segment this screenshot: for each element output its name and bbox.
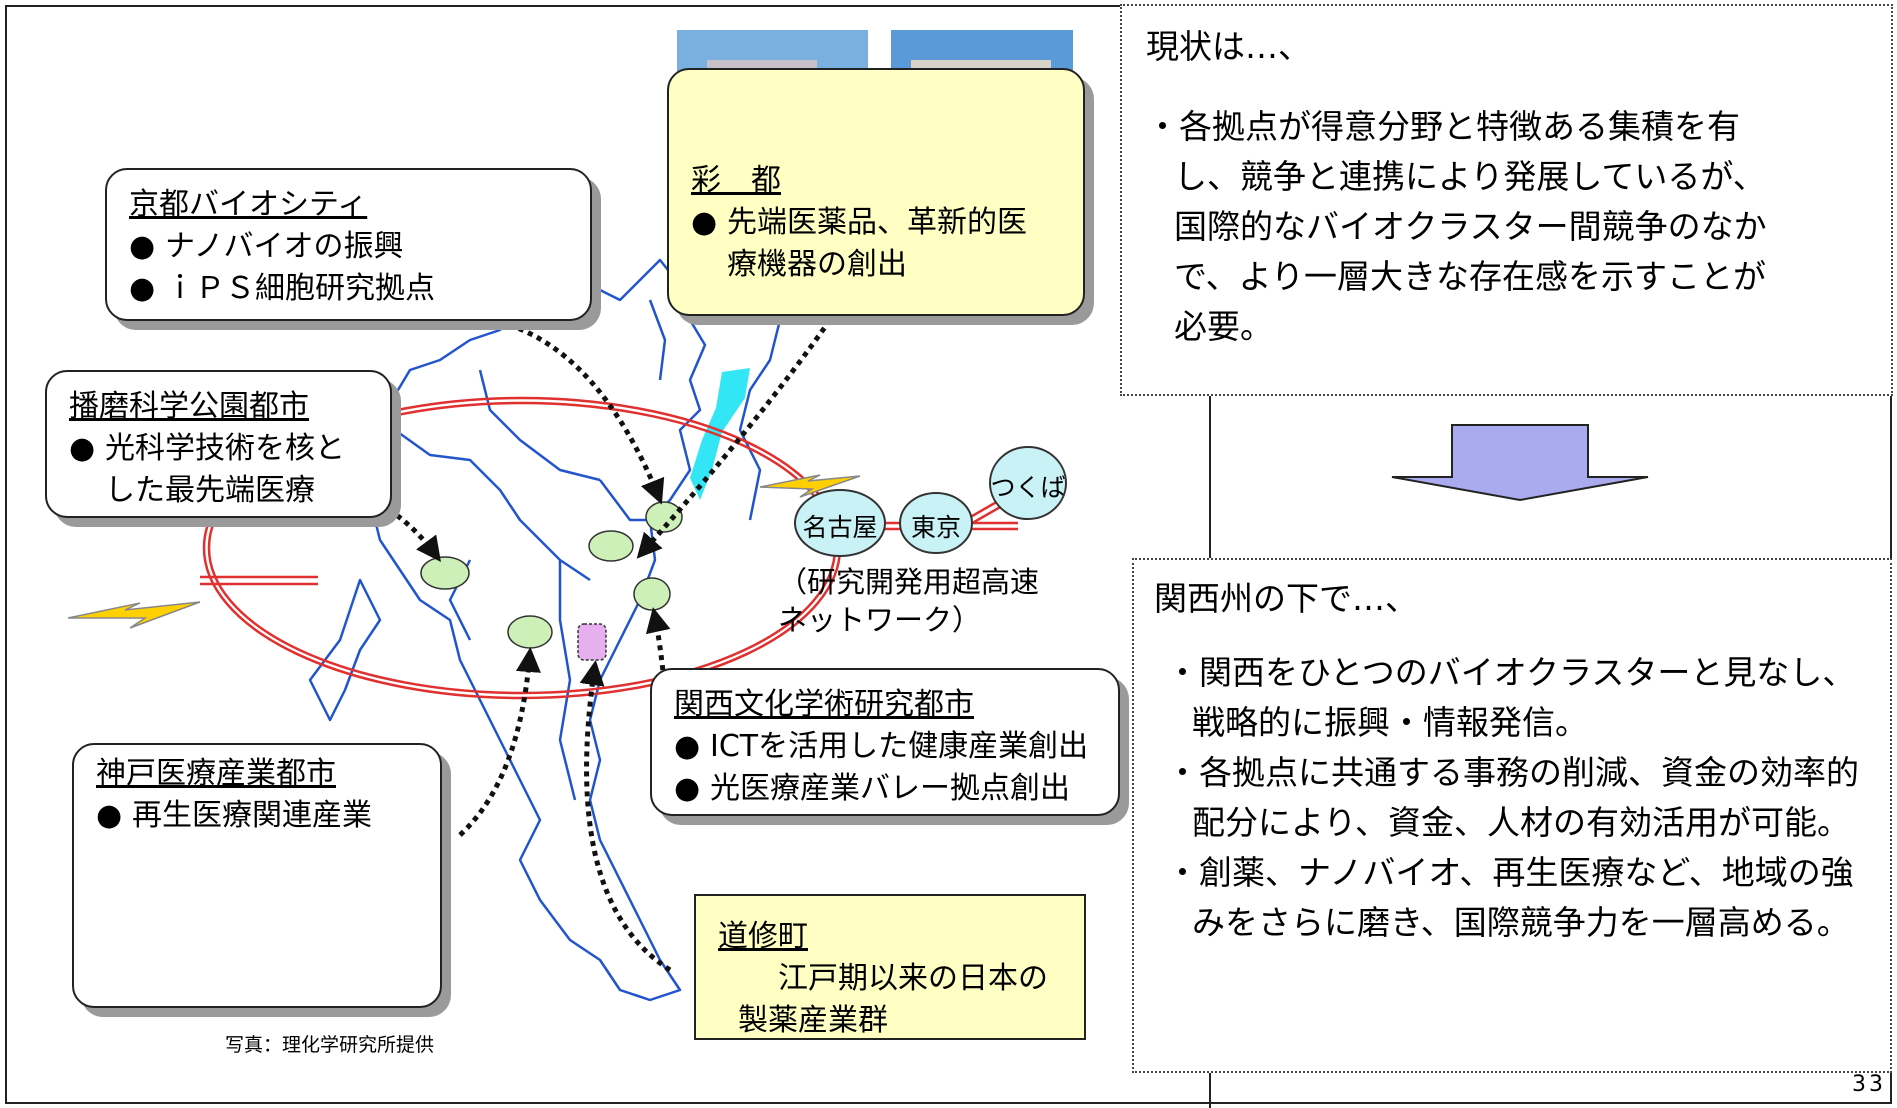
callout-item-continuation: 療機器の創出 [727,247,907,282]
box-heading: 現状は…、 [1146,27,1311,66]
callout-kobe: 神戸医療産業都市 再生医療関連産業 [72,743,442,1008]
callout-line: 製薬産業群 [738,1003,888,1038]
callout-line: 江戸期以来の日本の [778,961,1048,996]
connector-arrows [378,318,833,973]
lightning-icon [67,601,201,629]
box-point: ・創薬、ナノバイオ、再生医療など、地域の強みをさらに磨き、国際競争力を一層高める… [1166,853,1854,942]
callout-title: 彩 都 [691,163,781,198]
city-label: 名古屋 [802,513,878,542]
box-line: ・各拠点が得意分野と特徴ある集積を有 [1146,107,1740,146]
network-label-line: （研究開発用超高速 [778,565,1040,599]
current-status-box: 現状は…、 ・各拠点が得意分野と特徴ある集積を有 し、競争と連携により発展してい… [1120,4,1893,396]
callout-doshomachi: 道修町 江戸期以来の日本の 製薬産業群 [694,894,1086,1040]
callout-saito: 彩 都 先端医薬品、革新的医 療機器の創出 [667,68,1085,316]
callout-item: ICTを活用した健康産業創出 [674,726,1100,768]
city-label: つくば [990,473,1066,502]
hub-keihanna [633,577,671,611]
slide-frame [5,5,1892,1104]
hub-doshomachi [577,623,607,661]
callout-title: 播磨科学公園都市 [69,389,309,424]
callout-item: 光医療産業バレー拠点創出 [674,768,1100,810]
box-point: ・各拠点に共通する事務の削減、資金の効率的配分により、資金、人材の有効活用が可能… [1166,753,1859,842]
callout-item: 光科学技術を核と [69,428,372,470]
hub-kyoto [645,501,683,533]
tsukuba-node [989,446,1067,520]
hub-kobe [507,615,553,649]
lightning-icon [759,474,861,498]
hub-osaka [588,530,634,562]
callout-item-continuation: した最先端医療 [105,473,315,508]
box-line: で、より一層大きな存在感を示すことが [1174,257,1767,296]
box-line: し、競争と連携により発展しているが、 [1174,157,1766,196]
nagoya-node [794,489,886,557]
callout-item: ｉＰＳ細胞研究拠点 [129,268,572,310]
callout-title: 京都バイオシティ [129,187,368,222]
kansai-state-box: 関西州の下で…、 ・関西をひとつのバイオクラスターと見なし、戦略的に振興・情報発… [1132,558,1892,1073]
box-line: 必要。 [1174,307,1273,346]
callout-title: 道修町 [718,919,808,954]
hub-harima [420,556,470,590]
callout-item: ナノバイオの振興 [129,226,572,268]
callout-kansai-science-city: 関西文化学術研究都市 ICTを活用した健康産業創出 光医療産業バレー拠点創出 [650,668,1120,816]
callout-title: 関西文化学術研究都市 [674,687,974,722]
lake-biwa [690,368,750,500]
tokyo-node [899,492,973,554]
box-heading: 関西州の下で…、 [1154,579,1418,618]
page-number: 33 [1852,1072,1886,1097]
box-point: ・関西をひとつのバイオクラスターと見なし、戦略的に振興・情報発信。 [1166,653,1856,742]
network-label-line: ネットワーク） [778,603,982,637]
down-arrow-icon [1391,424,1649,502]
callout-title: 神戸医療産業都市 [96,756,336,791]
box-line: 国際的なバイオクラスター間競争のなか [1174,207,1767,246]
callout-item: 先端医薬品、革新的医 [691,202,1065,244]
photo-credit: 写真：理化学研究所提供 [225,1034,435,1056]
callout-harima: 播磨科学公園都市 光科学技術を核と した最先端医療 [45,370,392,518]
network-label: （研究開発用超高速 ネットワーク） [778,563,1039,639]
callout-kyoto-biocity: 京都バイオシティ ナノバイオの振興 ｉＰＳ細胞研究拠点 [105,168,592,321]
callout-item: 再生医療関連産業 [96,795,422,837]
city-label: 東京 [910,513,961,542]
